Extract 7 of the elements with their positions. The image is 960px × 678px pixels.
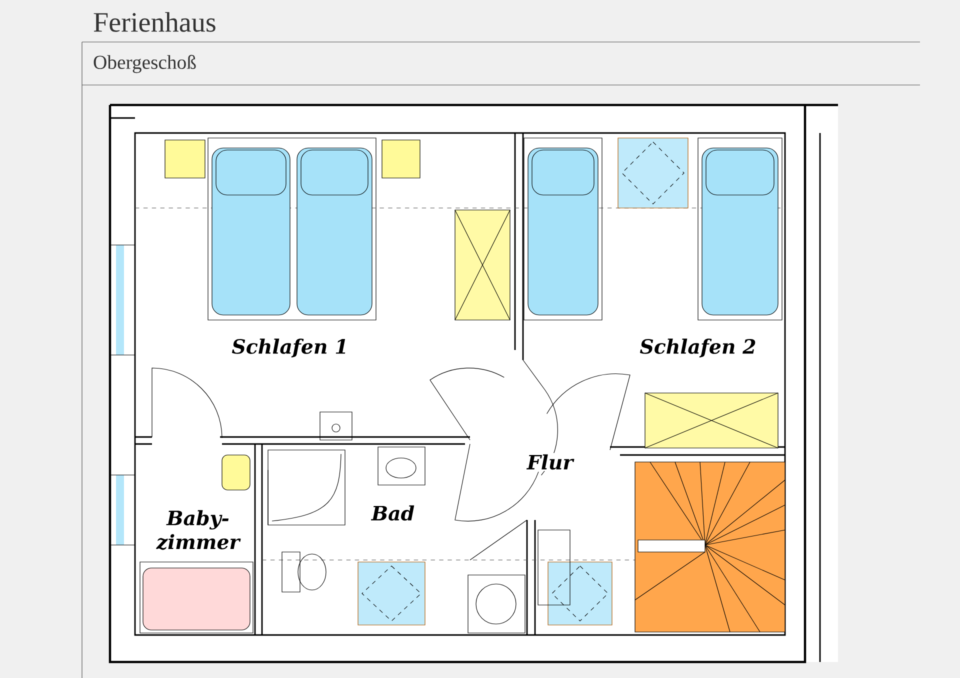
room-label: Schlafen 1 bbox=[230, 337, 350, 359]
title: Ferienhaus bbox=[94, 12, 216, 32]
room-label: Bad bbox=[370, 504, 416, 522]
room-label: Flur bbox=[526, 452, 574, 472]
subtitle: Obergeschoß bbox=[94, 54, 196, 74]
room-label: Baby- zimmer bbox=[156, 510, 241, 550]
room-label: Schlafen 2 bbox=[638, 337, 758, 359]
